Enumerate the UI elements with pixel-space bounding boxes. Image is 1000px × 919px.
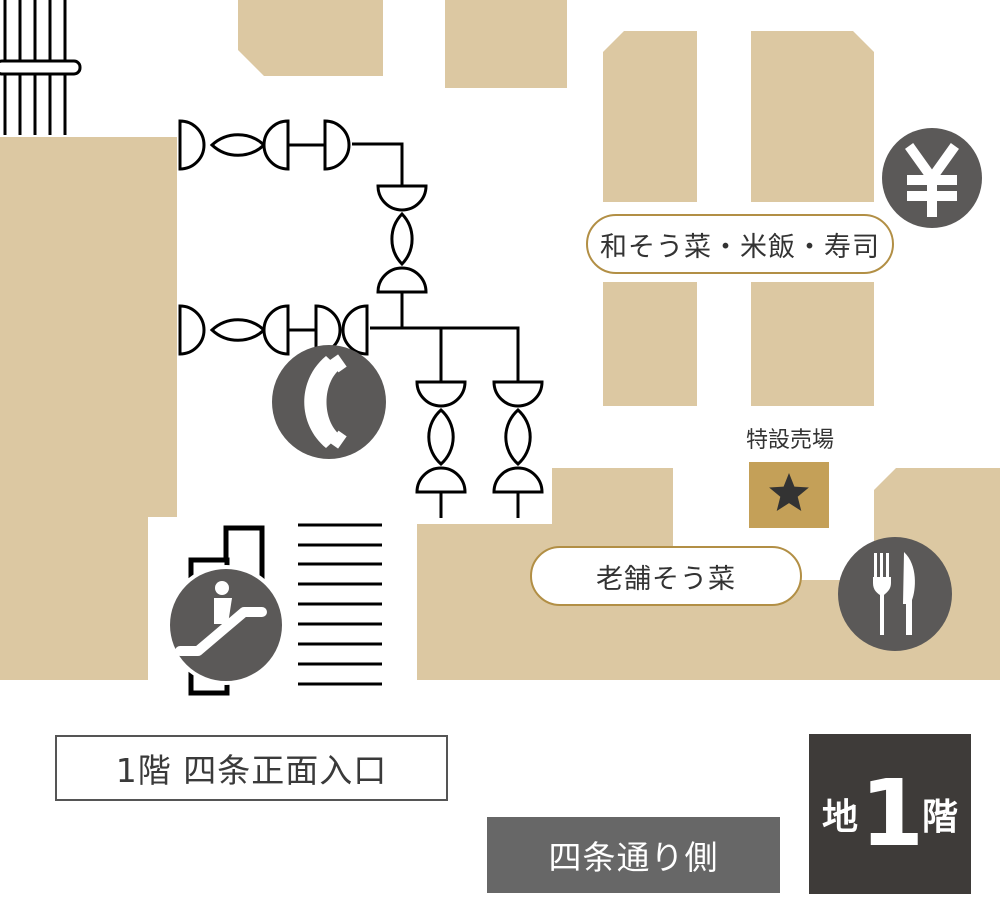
telephone-icon[interactable] [272, 345, 386, 459]
street-side-label: 四条通り側 [487, 817, 780, 893]
long-established-deli-label[interactable]: 老舗そう菜 [530, 546, 802, 606]
entrance-label: 1階 四条正面入口 [55, 735, 448, 801]
floor-badge-number: 1 [859, 760, 924, 867]
star-icon [769, 473, 809, 511]
restaurant-icon[interactable] [838, 537, 952, 651]
dining-seating [178, 119, 544, 518]
stairs-bottom [298, 523, 382, 686]
store-block[interactable] [603, 282, 697, 406]
store-block[interactable] [751, 31, 874, 202]
floor-badge-suffix: 階 [922, 797, 959, 838]
special-sales-label: 特設売場 [745, 428, 834, 453]
floor-badge: 地 1 階 [809, 734, 971, 894]
stairs-top [0, 0, 82, 135]
store-block[interactable] [238, 0, 383, 76]
escalator-icon[interactable] [166, 565, 286, 685]
store-block[interactable] [0, 137, 177, 680]
yen-icon[interactable] [882, 128, 982, 228]
floor-badge-prefix: 地 [821, 797, 858, 838]
store-block[interactable] [445, 0, 567, 88]
store-block[interactable] [751, 282, 874, 406]
japanese-deli-rice-sushi-label[interactable]: 和そう菜・米飯・寿司 [586, 214, 894, 274]
store-block[interactable] [603, 31, 697, 202]
